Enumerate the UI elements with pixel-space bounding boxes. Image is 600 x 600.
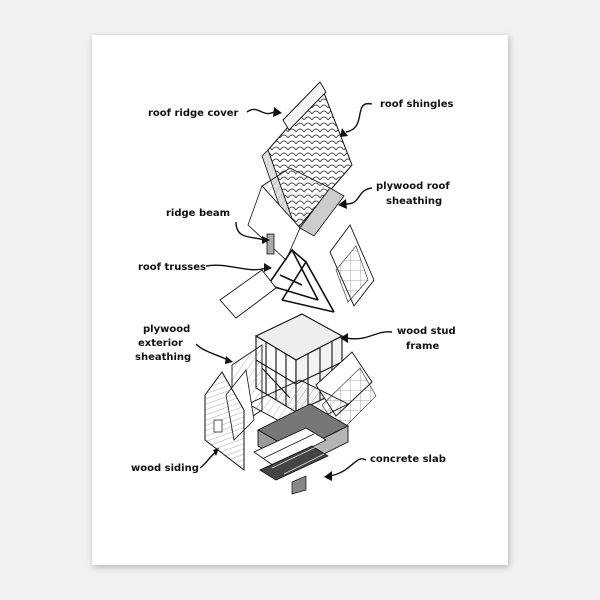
label-plywood-exterior-line3: sheathing [135, 352, 191, 363]
arrowheads [213, 107, 348, 481]
arrow-plywood-exterior [195, 343, 229, 361]
label-wood-stud-line1: wood stud [397, 326, 456, 337]
arrow-roof-ridge-cover [246, 108, 275, 115]
arrow-wood-stud-frame [345, 331, 393, 340]
label-plywood-exterior-line2: exterior [138, 338, 183, 349]
label-wood-siding: wood siding [131, 463, 199, 474]
leader-arrows [195, 103, 393, 477]
arrow-roof-trusses [205, 264, 267, 271]
wood-siding-part [204, 371, 245, 472]
label-ridge-beam: ridge beam [166, 208, 230, 219]
label-plywood-roof-line2: sheathing [386, 196, 442, 207]
roof-ridge-cover-part [282, 81, 327, 131]
plywood-roof-sheathing-part [247, 167, 345, 261]
arrow-plywood-roof-sheathing [345, 187, 373, 205]
arrow-ridge-beam [235, 221, 265, 241]
concrete-slab-part [253, 403, 349, 495]
label-roof-shingles: roof shingles [380, 99, 453, 110]
ridge-beam-part [266, 233, 275, 255]
arrow-roof-shingles [345, 103, 373, 133]
left-sheathing-panel-top [219, 269, 277, 319]
right-wall-panels [329, 224, 375, 307]
roof-trusses-part [267, 248, 335, 313]
arrow-wood-siding [199, 451, 217, 469]
label-plywood-roof-line1: plywood roof [376, 181, 450, 192]
label-wood-stud-line2: frame [406, 341, 439, 352]
arrow-concrete-slab [329, 458, 367, 477]
label-roof-ridge-cover: roof ridge cover [148, 108, 239, 119]
label-plywood-exterior-line1: plywood [143, 324, 190, 335]
label-roof-trusses: roof trusses [138, 262, 206, 273]
label-concrete-slab: concrete slab [370, 454, 446, 465]
